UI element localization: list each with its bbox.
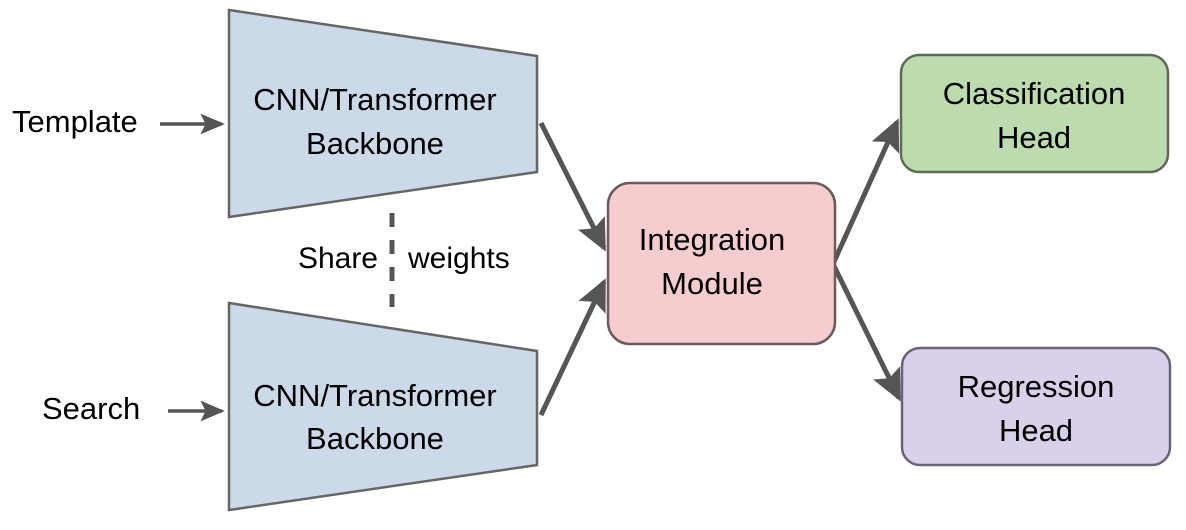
edge-integration-to-classification: [830, 118, 900, 266]
backbone-top-label-line2: Backbone: [306, 126, 444, 161]
share-weights-label-left: Share: [298, 242, 378, 275]
regression-head-label-line1: Regression: [958, 369, 1115, 404]
regression-head-label-line2: Head: [999, 413, 1073, 448]
node-backbone-bottom[interactable]: CNN/Transformer Backbone: [227, 301, 539, 512]
node-backbone-top[interactable]: CNN/Transformer Backbone: [227, 8, 539, 219]
backbone-top-shape: [227, 8, 539, 219]
node-regression-head[interactable]: Regression Head: [900, 346, 1172, 467]
backbone-bottom-label-line2: Backbone: [306, 421, 444, 456]
integration-module-label-line1: Integration: [639, 222, 786, 257]
classification-head-label-line2: Head: [997, 120, 1071, 155]
backbone-bottom-shape: [227, 301, 539, 512]
regression-head-shape: [900, 346, 1172, 467]
node-integration-module[interactable]: Integration Module: [606, 181, 837, 346]
input-label-search: Search: [42, 391, 140, 426]
backbone-bottom-label-line1: CNN/Transformer: [253, 378, 496, 413]
edge-integration-to-regression: [830, 262, 902, 402]
edge-backbone-bottom-to-integration: [538, 278, 607, 417]
edge-backbone-top-to-integration: [538, 121, 607, 252]
classification-head-label-line1: Classification: [943, 76, 1126, 111]
input-label-template: Template: [12, 104, 138, 139]
integration-module-shape: [606, 181, 837, 346]
backbone-top-label-line1: CNN/Transformer: [253, 82, 496, 117]
classification-head-shape: [899, 53, 1170, 174]
share-weights-label-right: weights: [407, 242, 510, 275]
node-classification-head[interactable]: Classification Head: [899, 53, 1170, 174]
integration-module-label-line2: Module: [661, 266, 763, 301]
